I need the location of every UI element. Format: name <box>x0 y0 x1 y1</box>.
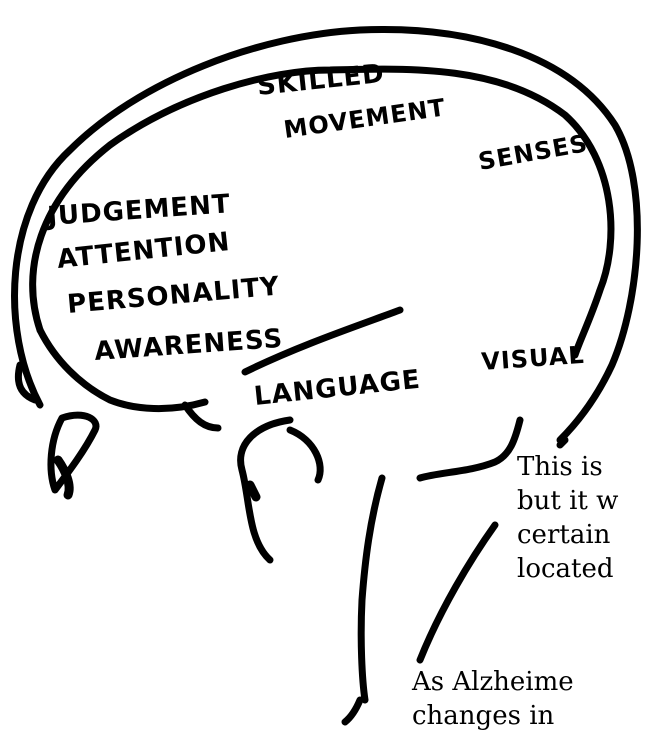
ear-inner <box>290 430 320 480</box>
caption-line-5: As Alzheime <box>412 665 574 699</box>
label-skilled-line1: SKILLED <box>256 59 386 102</box>
caption-line-6: changes in <box>412 699 554 733</box>
pointer-line-upper <box>420 525 495 660</box>
region-labels: SKILLED MOVEMENT SENSES JUDGEMENT ATTENT… <box>44 59 590 412</box>
label-judgement: JUDGEMENT <box>44 189 231 232</box>
label-skilled-line2: MOVEMENT <box>282 93 448 143</box>
pointer-line-lower <box>345 700 360 722</box>
ear-canal <box>250 485 256 497</box>
neck-front <box>361 478 382 700</box>
caption-line-2: but it w <box>517 484 618 518</box>
label-awareness: AWARENESS <box>93 324 284 367</box>
label-personality: PERSONALITY <box>66 271 281 319</box>
neck-back <box>420 420 520 478</box>
caption-line-3: certain <box>517 518 610 552</box>
label-visual: VISUAL <box>480 341 585 376</box>
label-language: LANGUAGE <box>253 365 423 412</box>
nose-tip <box>58 460 69 495</box>
caption-line-4: located <box>517 552 614 586</box>
chin-line <box>185 405 218 428</box>
label-attention: ATTENTION <box>56 227 232 275</box>
neck-lower-right <box>560 440 565 445</box>
nose <box>51 415 96 490</box>
caption-line-1: This is <box>517 450 603 484</box>
label-senses: SENSES <box>476 129 590 176</box>
